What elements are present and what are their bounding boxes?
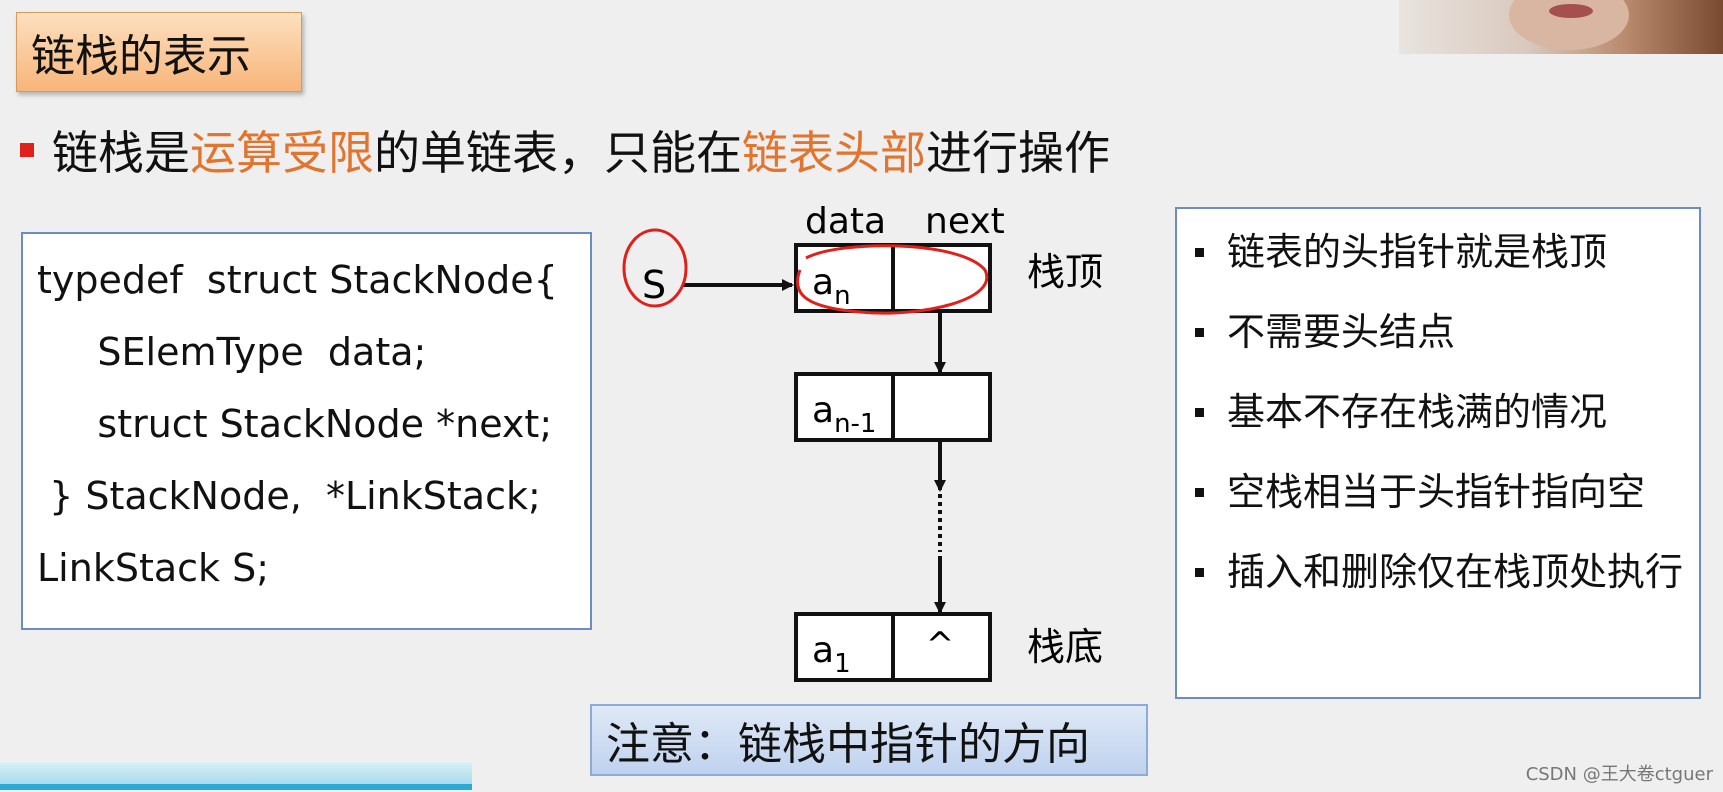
stack-top-label: 栈顶 xyxy=(1027,250,1103,294)
note-item: 不需要头结点 xyxy=(1195,309,1689,355)
presenter-lips xyxy=(1549,4,1593,18)
webcam-overlay xyxy=(1399,0,1723,54)
warning-callout: 注意：链栈中指针的方向 xyxy=(590,704,1148,776)
code-line: typedef struct StackNode{ xyxy=(37,258,558,302)
code-line: LinkStack S; xyxy=(37,546,270,590)
headline-part-1: 链栈是 xyxy=(52,126,190,180)
slide-title-text: 链栈的表示 xyxy=(31,31,251,82)
node-bottom-next: ^ xyxy=(926,625,955,665)
headline-highlight-2: 链表头部 xyxy=(742,126,926,180)
stack-bottom-label: 栈底 xyxy=(1027,625,1103,669)
video-progress-track[interactable] xyxy=(0,762,472,788)
video-progress-bar[interactable] xyxy=(0,784,472,790)
code-line: SElemType data; xyxy=(37,330,427,374)
note-item: 基本不存在栈满的情况 xyxy=(1195,389,1689,435)
note-item: 链表的头指针就是栈顶 xyxy=(1195,229,1689,275)
headline-part-3: 进行操作 xyxy=(926,126,1110,180)
headline-part-2: 的单链表，只能在 xyxy=(374,126,742,180)
column-label-next: next xyxy=(925,201,1005,242)
node-bottom-data: a1 xyxy=(812,630,851,679)
headline-highlight-1: 运算受限 xyxy=(190,126,374,180)
code-line: } StackNode, *LinkStack; xyxy=(37,474,541,518)
annotation-circle-s xyxy=(622,228,688,308)
slide-title: 链栈的表示 xyxy=(16,12,302,92)
annotation-circle-top-node xyxy=(796,244,989,315)
note-item: 插入和删除仅在栈顶处执行 xyxy=(1195,549,1689,595)
column-label-data: data xyxy=(805,201,886,242)
pointer-s-label: S xyxy=(642,263,666,307)
code-line: struct StackNode *next; xyxy=(37,402,553,446)
notes-panel: 链表的头指针就是栈顶 不需要头结点 基本不存在栈满的情况 空栈相当于头指针指向空… xyxy=(1175,207,1701,699)
watermark: CSDN @王大卷ctguer xyxy=(1525,764,1713,785)
node-top-data: an xyxy=(812,262,851,311)
node-middle-data: an-1 xyxy=(812,390,876,439)
headline: 链栈是 运算受限 的单链表，只能在 链表头部 进行操作 xyxy=(20,120,1110,180)
code-panel: typedef struct StackNode{ SElemType data… xyxy=(21,232,592,630)
warning-text: 注意：链栈中指针的方向 xyxy=(606,719,1090,770)
note-item: 空栈相当于头指针指向空 xyxy=(1195,469,1689,515)
bullet-square-icon xyxy=(20,143,34,157)
